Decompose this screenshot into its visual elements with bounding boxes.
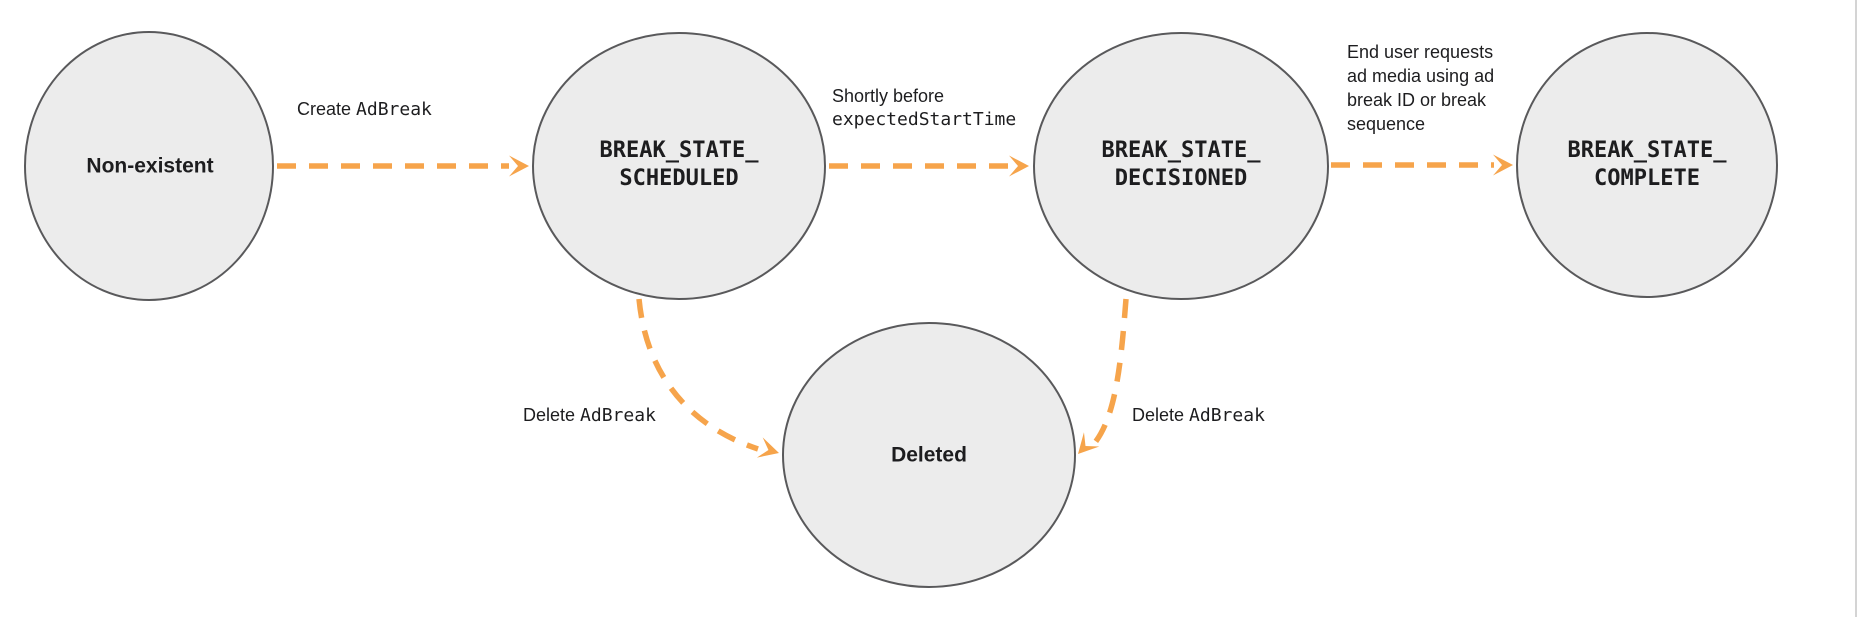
transition-label-plain: Delete bbox=[523, 405, 581, 425]
transition-label-plain: Create bbox=[297, 99, 357, 119]
transition-label-plain: Shortly before bbox=[832, 86, 945, 106]
transition-label-end-user-requests: End user requests ad media using ad brea… bbox=[1347, 40, 1494, 136]
transition-label-shortly-before: Shortly before expectedStartTime bbox=[832, 84, 1016, 132]
arrow-head-icon bbox=[1493, 154, 1513, 176]
transition-label-create-adbreak: Create AdBreak bbox=[297, 97, 432, 122]
state-label-deleted: Deleted bbox=[891, 443, 967, 467]
transition-label-plain: End user requests ad media using ad brea… bbox=[1347, 42, 1495, 134]
transition-label-delete-adbreak-left: Delete AdBreak bbox=[523, 403, 656, 428]
transition-arrow-delete-adbreak-right bbox=[1078, 298, 1129, 454]
arrow-shaft bbox=[1090, 298, 1129, 447]
transition-arrow-create-adbreak bbox=[277, 155, 529, 177]
arrow-head-icon bbox=[756, 437, 779, 458]
state-label-complete: BREAK_STATE_ COMPLETE bbox=[1567, 138, 1727, 191]
transition-label-delete-adbreak-right: Delete AdBreak bbox=[1132, 403, 1265, 428]
transition-label-plain: Delete bbox=[1132, 405, 1190, 425]
state-node-deleted-shape bbox=[782, 322, 1076, 588]
arrow-head-icon bbox=[1009, 155, 1029, 177]
state-node-complete-shape bbox=[1516, 32, 1778, 298]
transition-label-code: AdBreak bbox=[1189, 405, 1265, 426]
state-label-non-existent: Non-existent bbox=[86, 154, 214, 178]
arrow-head-icon bbox=[1078, 432, 1100, 454]
state-label-decisioned: BREAK_STATE_ DECISIONED bbox=[1101, 138, 1261, 191]
state-node-non-existent-shape bbox=[24, 31, 274, 301]
page-edge-line bbox=[1855, 0, 1857, 617]
transition-arrow-shortly-before bbox=[829, 155, 1029, 177]
arrow-head-icon bbox=[509, 155, 529, 177]
state-label-scheduled: BREAK_STATE_ SCHEDULED bbox=[599, 138, 759, 191]
state-node-decisioned-shape bbox=[1033, 32, 1329, 300]
transition-arrow-end-user-requests bbox=[1331, 154, 1513, 176]
transition-label-code: expectedStartTime bbox=[832, 109, 1017, 130]
transition-arrow-delete-adbreak-left bbox=[636, 298, 779, 458]
arrow-shaft bbox=[636, 298, 759, 452]
transition-label-code: AdBreak bbox=[356, 99, 432, 120]
transition-label-code: AdBreak bbox=[580, 405, 656, 426]
state-node-scheduled-shape bbox=[532, 32, 826, 300]
